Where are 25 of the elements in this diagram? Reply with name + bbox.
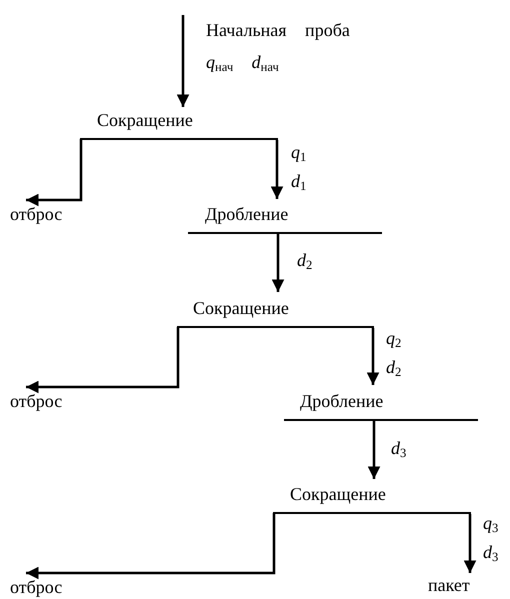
arrow — [26, 513, 276, 580]
input-label: Начальная проба — [206, 20, 350, 41]
edge-label: q$_{2}$ d$_{2}$ — [386, 327, 402, 382]
edge-label: q$_{1}$ d$_{1}$ — [291, 141, 306, 196]
arrow — [366, 328, 380, 385]
arrow — [368, 421, 380, 479]
edge-label: d$_{3}$ — [391, 437, 406, 462]
step-name: Сокращение — [97, 110, 193, 131]
step-name: Сокращение — [290, 484, 386, 505]
edge-label: q$_{3}$ d$_{3}$ — [483, 512, 498, 566]
step-name: Дробление — [300, 391, 384, 412]
step-name: пакет — [428, 575, 470, 596]
step-name: отброс — [10, 204, 62, 225]
arrow — [26, 139, 82, 206]
edge-label: d$_{2}$ — [297, 249, 312, 274]
step-name: Дробление — [205, 204, 288, 225]
arrow — [272, 234, 284, 292]
arrow — [270, 140, 284, 199]
arrow — [176, 15, 190, 107]
step-name: Сокращение — [193, 298, 289, 319]
step-name: отброс — [10, 577, 62, 598]
arrow — [26, 327, 180, 394]
arrow — [464, 514, 476, 573]
step-name: отброс — [10, 391, 62, 412]
input-label: q$_{нач}$ d$_{нач}$ — [206, 52, 279, 76]
